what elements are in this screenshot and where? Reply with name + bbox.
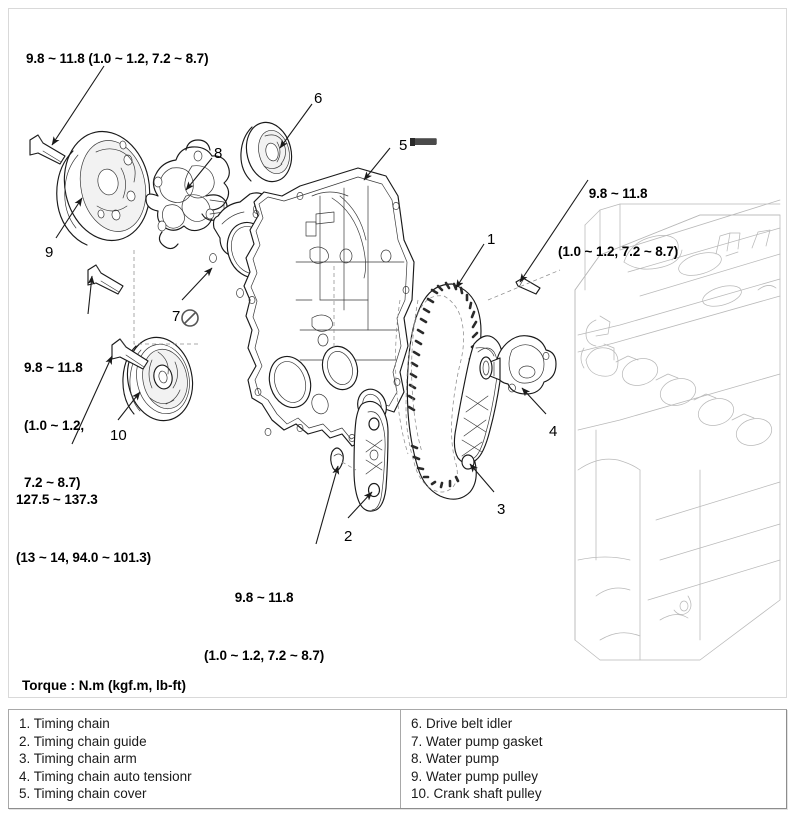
list-item: 9. Water pump pulley [411, 768, 539, 784]
callout-5: 5 [399, 137, 408, 154]
torque-line: 9.8 ~ 11.8 [234, 590, 294, 606]
callout-9: 9 [45, 244, 54, 261]
timing-chain-guide-part [353, 400, 389, 512]
torque-line: 9.8 ~ 11.8 [24, 360, 83, 376]
timing-chain-auto-tensioner-part [479, 277, 557, 395]
list-item: 5. Timing chain cover [19, 786, 147, 802]
list-item: 10. Crank shaft pulley [411, 786, 542, 802]
callout-2: 2 [344, 528, 353, 545]
torque-units-legend: Torque : N.m (kgf.m, lb-ft) [22, 678, 186, 693]
list-item: 7. Water pump gasket [411, 733, 543, 749]
torque-label-chain-guide-bolt: 9.8 ~ 11.8 (1.0 ~ 1.2, 7.2 ~ 8.7) [204, 550, 324, 703]
list-item: 8. Water pump [411, 751, 500, 767]
crank-shaft-pulley-part [122, 336, 194, 422]
no-reuse-icon [181, 309, 199, 327]
callout-1: 1 [487, 231, 496, 248]
crank-pulley-bolt [111, 338, 149, 370]
callout-7: 7 [172, 308, 181, 325]
chain-guide-bolt [330, 447, 344, 472]
torque-line: 7.2 ~ 8.7) [24, 475, 81, 491]
torque-line: (1.0 ~ 1.2, 7.2 ~ 8.7) [204, 647, 325, 663]
parts-legend-table: 1. Timing chain 2. Timing chain guide 3.… [8, 709, 787, 809]
list-item: 2. Timing chain guide [19, 733, 147, 749]
torque-line: (1.0 ~ 1.2, [24, 417, 85, 433]
exploded-diagram-svg [29, 65, 781, 661]
water-pump-bolt [87, 264, 124, 295]
water-pump-pulley-bolt [29, 134, 66, 165]
torque-line: (1.0 ~ 1.2, 7.2 ~ 8.7) [558, 243, 679, 259]
callout-6: 6 [314, 90, 323, 107]
parts-table-left-column: 1. Timing chain 2. Timing chain guide 3.… [9, 710, 401, 808]
drive-belt-idler-part [240, 121, 293, 183]
torque-label-water-pump-pulley-bolt: 9.8 ~ 11.8 (1.0 ~ 1.2, 7.2 ~ 8.7) [26, 51, 209, 66]
callout-8: 8 [214, 145, 223, 162]
callout-10: 10 [110, 427, 127, 444]
engine-block-ghost [574, 199, 781, 661]
list-item: 4. Timing chain auto tensionr [19, 768, 192, 784]
torque-label-timing-cover-bolt: 9.8 ~ 11.8 (1.0 ~ 1.2, 7.2 ~ 8.7) [558, 146, 678, 299]
list-item: 1. Timing chain [19, 716, 110, 731]
timing-chain-cover-part [243, 167, 415, 447]
list-item: 6. Drive belt idler [411, 716, 513, 731]
callout-3: 3 [497, 501, 506, 518]
parts-table-right-column: 6. Drive belt idler 7. Water pump gasket… [401, 710, 786, 808]
leader-lines [51, 65, 589, 545]
torque-label-crank-pulley-bolt: 127.5 ~ 137.3 (13 ~ 14, 94.0 ~ 101.3) [16, 452, 151, 605]
torque-line: 127.5 ~ 137.3 [16, 492, 98, 508]
timing-cover-bolt-small [410, 138, 437, 146]
torque-label-water-pump-bolt: 9.8 ~ 11.8 (1.0 ~ 1.2, 7.2 ~ 8.7) [24, 320, 84, 531]
torque-line: (13 ~ 14, 94.0 ~ 101.3) [16, 549, 152, 565]
list-item: 3. Timing chain arm [19, 751, 137, 767]
torque-line: 9.8 ~ 11.8 [588, 186, 648, 202]
callout-4: 4 [549, 423, 558, 440]
water-pump-pulley-part [56, 130, 151, 246]
